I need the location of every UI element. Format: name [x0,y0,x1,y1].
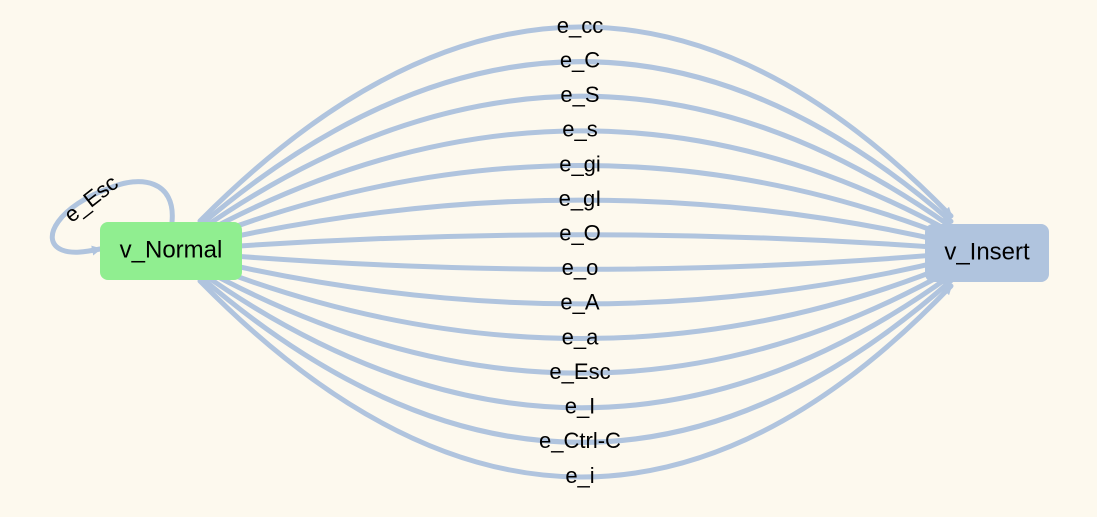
edge-label: e_Esc [549,359,610,384]
edge-13[interactable] [197,278,954,480]
edge-path[interactable] [197,93,954,233]
edge-10[interactable] [197,264,954,376]
edge-label: e_i [565,463,594,488]
edge-label: e_o [562,255,599,280]
edge-label: e_O [559,221,601,246]
edge-path[interactable] [197,163,954,242]
edge-path[interactable] [197,255,954,307]
edge-label: e_S [560,82,599,107]
edge-label: e_a [562,324,599,349]
edge-4[interactable] [197,163,954,242]
edge-path[interactable] [197,269,954,411]
edge-label: e_A [560,290,599,315]
edge-label: e_Ctrl-C [539,428,621,453]
node-v-insert[interactable]: v_Insert [925,224,1049,282]
edge-9[interactable] [197,260,954,341]
edge-11[interactable] [197,269,954,411]
node-label-v-normal: v_Normal [120,236,223,263]
edge-3[interactable] [197,128,954,238]
edge-2[interactable] [197,93,954,233]
edge-path[interactable] [197,278,954,480]
edge-5[interactable] [197,197,954,247]
edge-label: e_C [560,47,600,72]
edge-label: e_cc [557,13,603,38]
edge-path[interactable] [197,197,954,247]
edge-12[interactable] [197,273,954,445]
node-v-normal[interactable]: v_Normal [100,222,242,280]
node-label-v-insert: v_Insert [944,238,1030,265]
edge-label: e_gI [559,186,602,211]
edge-path[interactable] [197,260,954,341]
edge-8[interactable] [197,255,954,307]
edge-label: e_s [562,117,597,142]
edge-path[interactable] [197,249,954,272]
edge-path[interactable] [197,232,954,253]
edge-7[interactable] [197,249,954,272]
edge-path[interactable] [197,264,954,376]
edge-path[interactable] [197,273,954,445]
edges-layer [197,24,954,480]
edge-label: e_gi [559,151,601,176]
edge-1[interactable] [197,59,954,229]
edge-6[interactable] [197,232,954,253]
self-loop-label: e_Esc [59,170,123,227]
edge-0[interactable] [197,24,954,224]
edge-label: e_I [565,394,596,419]
edge-path[interactable] [197,24,954,224]
edge-labels-layer: e_cc e_C e_S e_s e_gi e_gI e_O e_o e_A e_a e_Esc e_… [539,13,621,488]
edge-path[interactable] [197,128,954,238]
edge-path[interactable] [197,59,954,229]
